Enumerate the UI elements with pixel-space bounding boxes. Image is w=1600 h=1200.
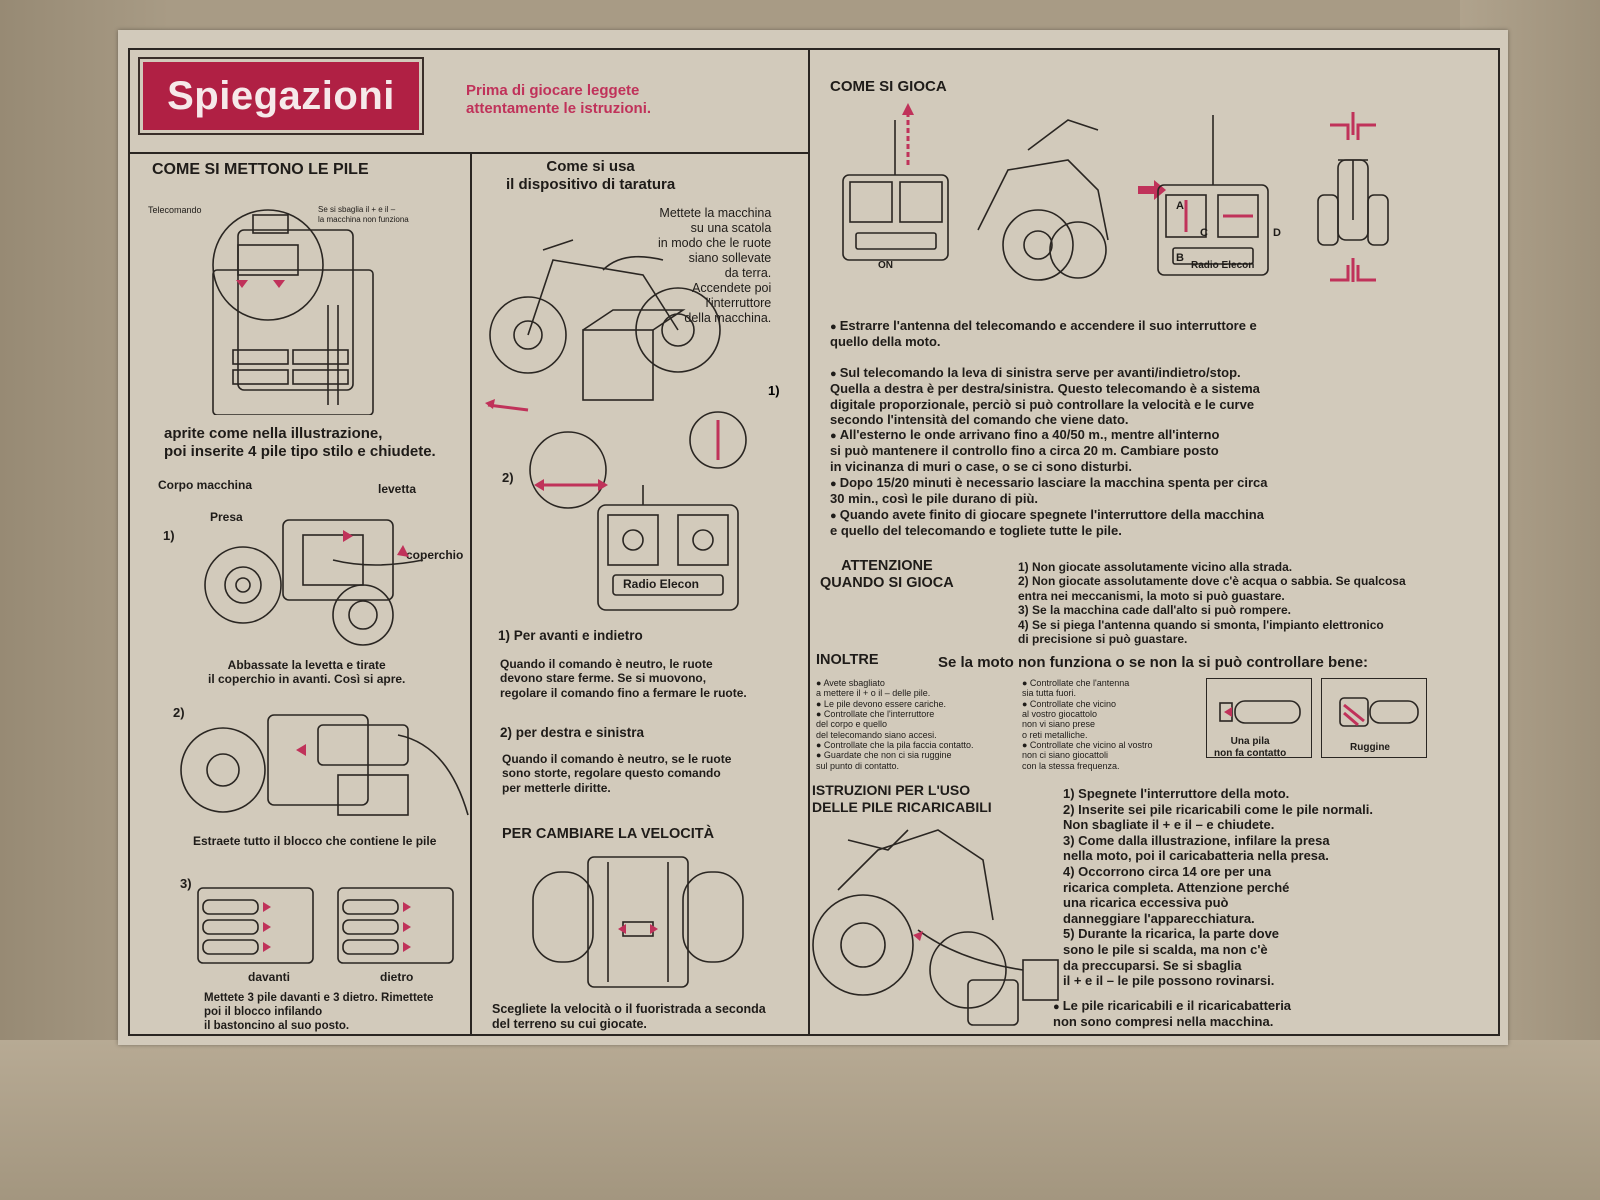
- play-bullet-1: Estrarre l'antenna del telecomando e acc…: [830, 318, 1257, 350]
- speed-switch-illustration: [532, 856, 744, 988]
- recharge-heading: ISTRUZIONI PER L'USO DELLE PILE RICARICA…: [812, 782, 992, 815]
- rust-battery-icon: [1339, 697, 1419, 727]
- title-badge: Spiegazioni: [138, 57, 424, 135]
- recharge-note: Le pile ricaricabili e il ricaricabatter…: [1053, 998, 1291, 1030]
- remote-label: Telecomando: [148, 205, 202, 215]
- box-bottom-wall: [0, 1040, 1600, 1200]
- battery-placement-illustration: [197, 887, 454, 964]
- battery-step3-text: Mettete 3 pile davanti e 3 dietro. Rimet…: [204, 992, 434, 1032]
- cover-label: coperchio: [406, 548, 464, 562]
- battery-step2-text: Estraete tutto il blocco che contiene le…: [193, 834, 437, 848]
- recharge-illustration: [812, 829, 1059, 1026]
- lever-label: levetta: [378, 482, 417, 496]
- bad-contact-figure: [1206, 678, 1312, 758]
- play-remote-brand: Radio Elecon: [1191, 260, 1255, 271]
- batteries-heading: COME SI METTONO LE PILE: [152, 161, 369, 178]
- troubleshoot-checks-col1: ● Avete sbagliato a mettere il + o il – …: [816, 678, 974, 771]
- divider-col1: [470, 152, 472, 1036]
- bad-contact-battery-icon: [1219, 700, 1301, 724]
- calibration-marker-2: 2): [502, 470, 514, 485]
- motorbike-on-box-illustration: 1): [485, 239, 780, 469]
- recharge-steps: 1) Spegnete l'interruttore della moto. 2…: [1063, 786, 1373, 989]
- direction-label-b: B: [1176, 252, 1184, 264]
- speed-heading: PER CAMBIARE LA VELOCITÀ: [502, 826, 715, 842]
- troubleshoot-label: INOLTRE: [816, 652, 879, 668]
- direction-label-a: A: [1176, 200, 1184, 212]
- caution-list: 1) Non giocate assolutamente vicino alla…: [1018, 560, 1406, 646]
- forward-back-heading: 1) Per avanti e indietro: [498, 628, 643, 643]
- wheel-alignment-detail-illustration: [529, 431, 608, 509]
- battery-step1-text: Abbassate la levetta e tirate il coperch…: [208, 658, 406, 687]
- play-bullet-4: Dopo 15/20 minuti è necessario lasciare …: [830, 475, 1267, 507]
- calibration-heading: Come si usa il dispositivo di taratura: [506, 158, 676, 193]
- page-title: Spiegazioni: [143, 62, 419, 130]
- open-remote-text: aprite come nella illustrazione, poi ins…: [164, 425, 436, 460]
- forward-back-text: Quando il comando è neutro, le ruote dev…: [500, 657, 747, 700]
- battery-step1-number: 1): [163, 528, 175, 543]
- power-on-label: ON: [878, 260, 893, 271]
- play-heading: COME SI GIOCA: [830, 78, 947, 95]
- divider-col2: [808, 48, 810, 1036]
- direction-label-c: C: [1200, 227, 1208, 239]
- play-bullet-3: All'esterno le onde arrivano fino a 40/5…: [830, 427, 1219, 474]
- play-illustration-row: [842, 103, 1389, 282]
- calibration-remote-brand: Radio Elecon: [623, 577, 700, 591]
- bad-contact-caption: Una pila non fa contatto: [1214, 736, 1287, 759]
- front-label: davanti: [248, 970, 291, 984]
- open-cover-illustration: [204, 519, 424, 646]
- calibration-marker-1: 1): [768, 383, 780, 398]
- instruction-sheet: Spiegazioni Prima di giocare leggete att…: [118, 30, 1508, 1045]
- back-label: dietro: [380, 970, 414, 984]
- grip-label: Presa: [210, 510, 243, 524]
- direction-label-d: D: [1273, 227, 1281, 239]
- caution-heading: ATTENZIONE QUANDO SI GIOCA: [820, 558, 954, 592]
- speed-text: Scegliete la velocità o il fuoristrada a…: [492, 1002, 766, 1031]
- left-right-heading: 2) per destra e sinistra: [500, 725, 645, 740]
- sheet-frame: [128, 48, 1500, 1036]
- play-bullet-5: Quando avete finito di giocare spegnete …: [830, 507, 1264, 539]
- remote-battery-illustration: [212, 209, 374, 415]
- battery-step3-number: 3): [180, 876, 192, 891]
- calibration-remote-illustration: [597, 485, 739, 611]
- play-bullet-2: Sul telecomando la leva di sinistra serv…: [830, 365, 1260, 428]
- rust-caption: Ruggine: [1350, 742, 1390, 753]
- remote-polarity-note: Se si sbaglia il + e il – la macchina no…: [318, 205, 409, 224]
- left-right-text: Quando il comando è neutro, se le ruote …: [502, 752, 732, 795]
- read-instructions-warning: Prima di giocare leggete attentamente le…: [466, 82, 652, 117]
- troubleshoot-checks-col2: ● Controllate che l'antenna sia tutta fu…: [1022, 678, 1153, 771]
- remove-battery-block-illustration: [180, 714, 469, 816]
- divider-header: [128, 152, 808, 154]
- rust-figure: [1321, 678, 1427, 758]
- car-body-label: Corpo macchina: [158, 478, 253, 492]
- troubleshoot-heading: Se la moto non funziona o se non la si p…: [938, 654, 1369, 671]
- battery-step2-number: 2): [173, 705, 185, 720]
